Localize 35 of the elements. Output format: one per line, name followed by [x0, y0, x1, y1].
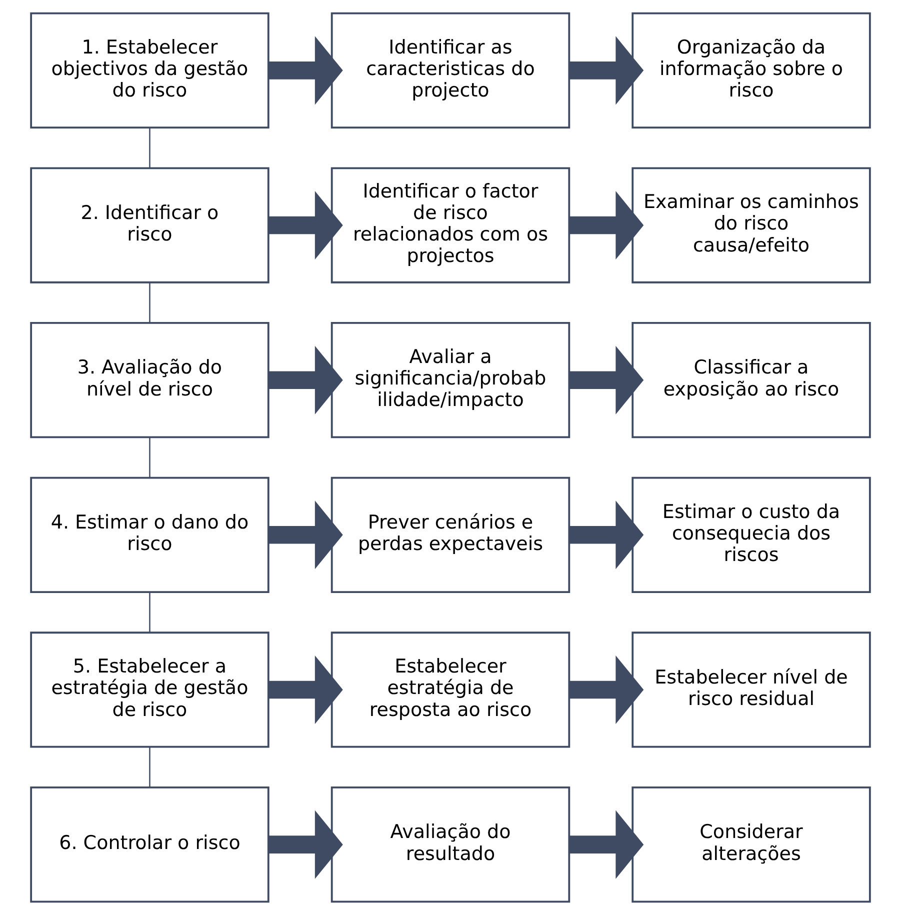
node-box: 6. Controlar o risco	[30, 786, 269, 903]
arrow	[268, 655, 342, 724]
arrow	[568, 655, 644, 724]
arrow	[268, 36, 342, 105]
node-box: 3. Avaliação do nível de risco	[30, 322, 269, 438]
connector	[148, 128, 150, 168]
node-box: Organização da informação sobre o risco	[631, 12, 870, 128]
node-box: Avaliação do resultado	[330, 786, 570, 903]
node-box: Estimar o custo da consequecia dos riscos	[631, 476, 870, 593]
arrow	[568, 500, 644, 570]
node-box: Estabelecer estratégia de resposta ao risco	[330, 632, 570, 748]
arrow	[568, 810, 644, 879]
arrow	[268, 810, 342, 879]
node-box: 5. Estabelecer a estratégia de gestão de risco	[30, 632, 269, 748]
arrow	[268, 500, 342, 570]
node-box: 2. Identificar o risco	[30, 167, 269, 284]
node-box: Identificar o factor de risco relacionados com os projectos	[330, 167, 570, 284]
arrow	[568, 346, 644, 414]
node-box: 4. Estimar o dano do risco	[30, 476, 269, 593]
connector	[148, 438, 150, 478]
node-box: Estabelecer nível de risco residual	[631, 632, 870, 748]
connector	[148, 592, 150, 632]
connector	[148, 747, 150, 788]
node-box: Classificar a exposição ao risco	[631, 322, 870, 438]
node-box: Prever cenários e perdas expectaveis	[330, 476, 570, 593]
arrow	[268, 346, 342, 414]
node-box: Examinar os caminhos do risco causa/efeito	[631, 167, 870, 284]
node-box: Avaliar a significancia/probabilidade/impacto	[330, 322, 570, 438]
node-box: Identificar as caracteristicas do projecto	[330, 12, 570, 128]
node-box: 1. Estabelecer objectivos da gestão do risco	[30, 12, 269, 128]
arrow	[268, 191, 342, 260]
arrow	[568, 191, 644, 260]
node-box: Considerar alterações	[631, 786, 870, 903]
arrow	[568, 36, 644, 105]
connector	[148, 282, 150, 323]
